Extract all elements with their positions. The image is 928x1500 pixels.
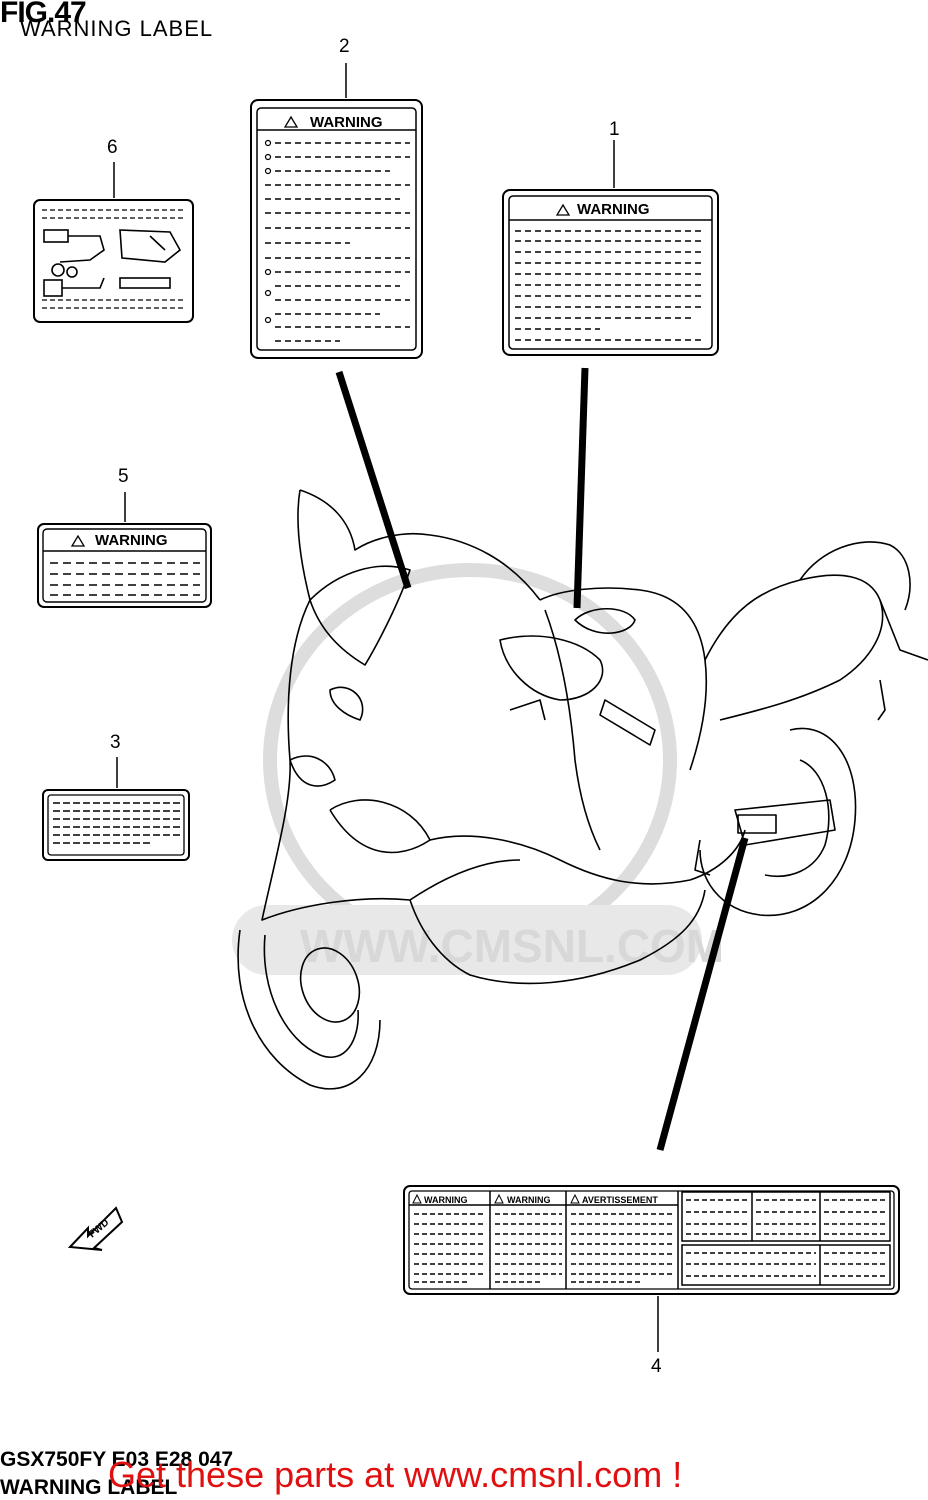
watermark: WWW.CMSNL.COM — [232, 563, 724, 975]
svg-text:WARNING: WARNING — [577, 201, 650, 218]
footer-label: WARNING LABEL — [0, 1476, 178, 1499]
svg-text:WARNING: WARNING — [424, 1195, 468, 1205]
promo-link[interactable]: Get these parts at www.cmsnl.com ! — [108, 1454, 683, 1495]
callout-6: 6 — [107, 137, 118, 158]
svg-text:WARNING: WARNING — [507, 1195, 551, 1205]
model-code: GSX750FY E03 E28 047 — [0, 1448, 234, 1471]
label-1[interactable]: WARNING — [502, 189, 719, 356]
warning-triangle-icon — [555, 203, 571, 216]
motorcycle-outline — [237, 489, 928, 1090]
svg-text:WARNING: WARNING — [95, 532, 168, 549]
figure-title: WARNING LABEL — [20, 16, 214, 41]
pointer-lines — [335, 367, 749, 1151]
fwd-arrow-icon: FWD — [67, 1206, 124, 1251]
callout-leaders — [113, 63, 659, 1352]
watermark-text: WWW.CMSNL.COM — [300, 920, 724, 972]
callout-5: 5 — [118, 466, 129, 487]
figure-number: FIG.47 — [0, 0, 87, 29]
label-2[interactable]: WARNING — [250, 99, 423, 359]
svg-text:WARNING: WARNING — [310, 114, 383, 131]
warning-triangle-icon — [70, 534, 86, 547]
callout-2: 2 — [339, 36, 350, 57]
svg-text:AVERTISSEMENT: AVERTISSEMENT — [582, 1195, 658, 1205]
label-3[interactable] — [42, 789, 190, 861]
label-6[interactable] — [33, 199, 194, 323]
label-5[interactable]: WARNING — [37, 523, 212, 608]
callout-4: 4 — [651, 1356, 662, 1377]
label-4[interactable]: WARNING WARNING AVERTISSEMENT — [403, 1185, 900, 1295]
callout-3: 3 — [110, 732, 121, 753]
callout-1: 1 — [609, 119, 620, 140]
warning-triangle-icon — [283, 115, 299, 128]
